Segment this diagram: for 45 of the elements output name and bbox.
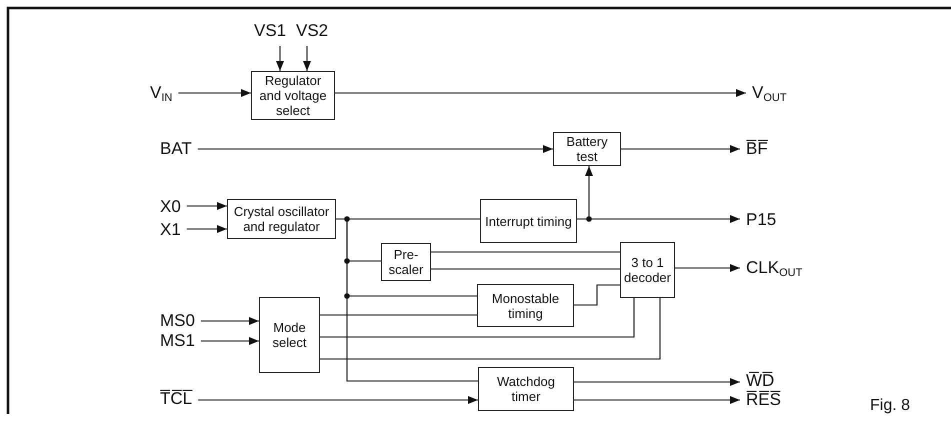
arrow (574, 378, 740, 386)
function-block: Battery test (553, 132, 621, 166)
signal-line (320, 314, 477, 316)
arrow (621, 145, 740, 153)
function-block: Interrupt timing (480, 199, 577, 243)
signal-line (320, 298, 661, 360)
signal-name: CLK$_{OUT}$ (746, 259, 802, 282)
function-block: Regulator and voltage select (251, 71, 335, 120)
arrow (335, 89, 746, 97)
arrow (200, 317, 259, 325)
signal-name: P15 (746, 211, 776, 229)
function-block: Monostable timing (477, 284, 574, 327)
signal-name: MS1 (160, 332, 195, 350)
signal-name: R̅E̅S̅ (746, 391, 781, 409)
signal-line (431, 268, 620, 270)
arrow (198, 145, 553, 153)
signal-name: BAT (160, 140, 192, 158)
function-block: Watchdog timer (478, 367, 574, 411)
signal-name: V$_{OUT}$ (752, 84, 787, 107)
signal-name: V$_{IN}$ (150, 84, 172, 107)
arrow (186, 202, 227, 210)
function-block: Mode select (259, 297, 320, 373)
arrow (276, 46, 284, 71)
function-block: 3 to 1 decoder (620, 242, 675, 298)
function-block: Crystal oscillator and regulator (227, 199, 336, 239)
signal-name: B̅F̅ (746, 140, 768, 158)
signal-name: W̅D̅ (746, 372, 774, 390)
signal-name: X1 (160, 221, 181, 239)
signal-line (431, 251, 620, 253)
signal-name: T̅C̅L̅ (160, 390, 192, 408)
arrow (200, 337, 259, 345)
arrow (198, 396, 478, 404)
signal-name: VS2 (296, 22, 328, 40)
arrow (675, 264, 740, 272)
signal-name: VS1 (254, 22, 286, 40)
function-block: Pre- scaler (381, 243, 431, 281)
signal-line (320, 298, 635, 338)
arrow (178, 89, 251, 97)
arrow (574, 396, 740, 404)
signal-name: X0 (160, 198, 181, 216)
figure-number: Fig. 8 (870, 397, 910, 415)
arrow (186, 225, 227, 233)
signal-line (574, 284, 620, 306)
signal-name: MS0 (160, 312, 195, 330)
arrow (303, 46, 311, 71)
